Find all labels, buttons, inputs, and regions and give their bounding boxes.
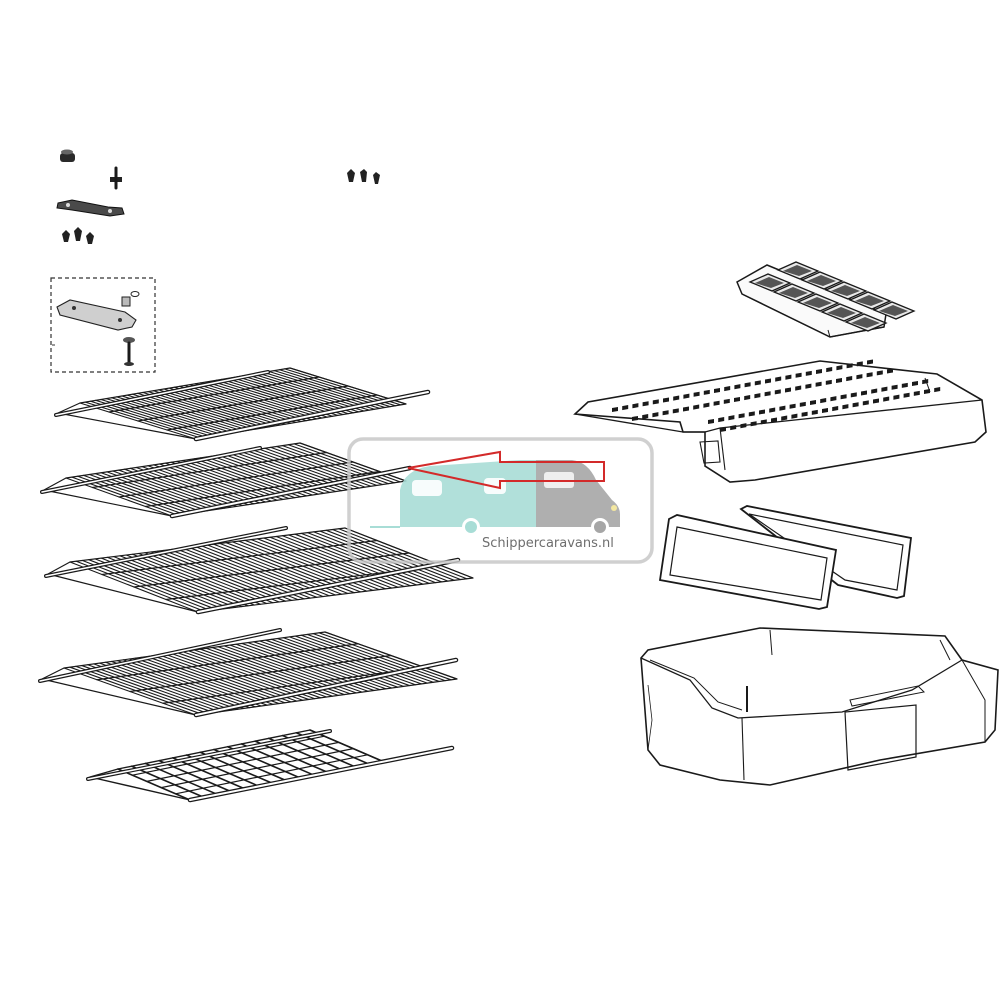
camper-logo-icon	[536, 460, 620, 536]
ice-cube-tray-icon	[736, 261, 916, 338]
hinge-cap-icon	[60, 149, 75, 162]
crisper-glass-panel-icon-front	[658, 514, 838, 610]
vegetable-crisper-drawer-icon	[640, 627, 999, 786]
hinge-plate-icon	[56, 199, 125, 217]
wire-shelf-icon	[40, 442, 413, 519]
wire-shelf-icon	[44, 526, 474, 615]
wire-shelves	[38, 367, 474, 803]
top-screws-set-icon	[347, 169, 380, 184]
wire-shelf-icon	[86, 729, 455, 803]
hinge-screws-set-icon	[62, 227, 94, 244]
wire-shelf-icon	[54, 367, 431, 442]
hinge-kit-icon	[50, 277, 156, 373]
red-outline-arrow-left-icon	[407, 450, 605, 490]
wire-shelf-icon	[38, 628, 459, 718]
hinge-screw-icon	[110, 166, 122, 190]
freezer-compartment-lid-icon	[573, 359, 987, 483]
watermark-text: Schippercaravans.nl	[482, 536, 614, 551]
caravan-logo-icon	[370, 460, 536, 536]
watermark: Schippercaravans.nl	[347, 437, 654, 564]
